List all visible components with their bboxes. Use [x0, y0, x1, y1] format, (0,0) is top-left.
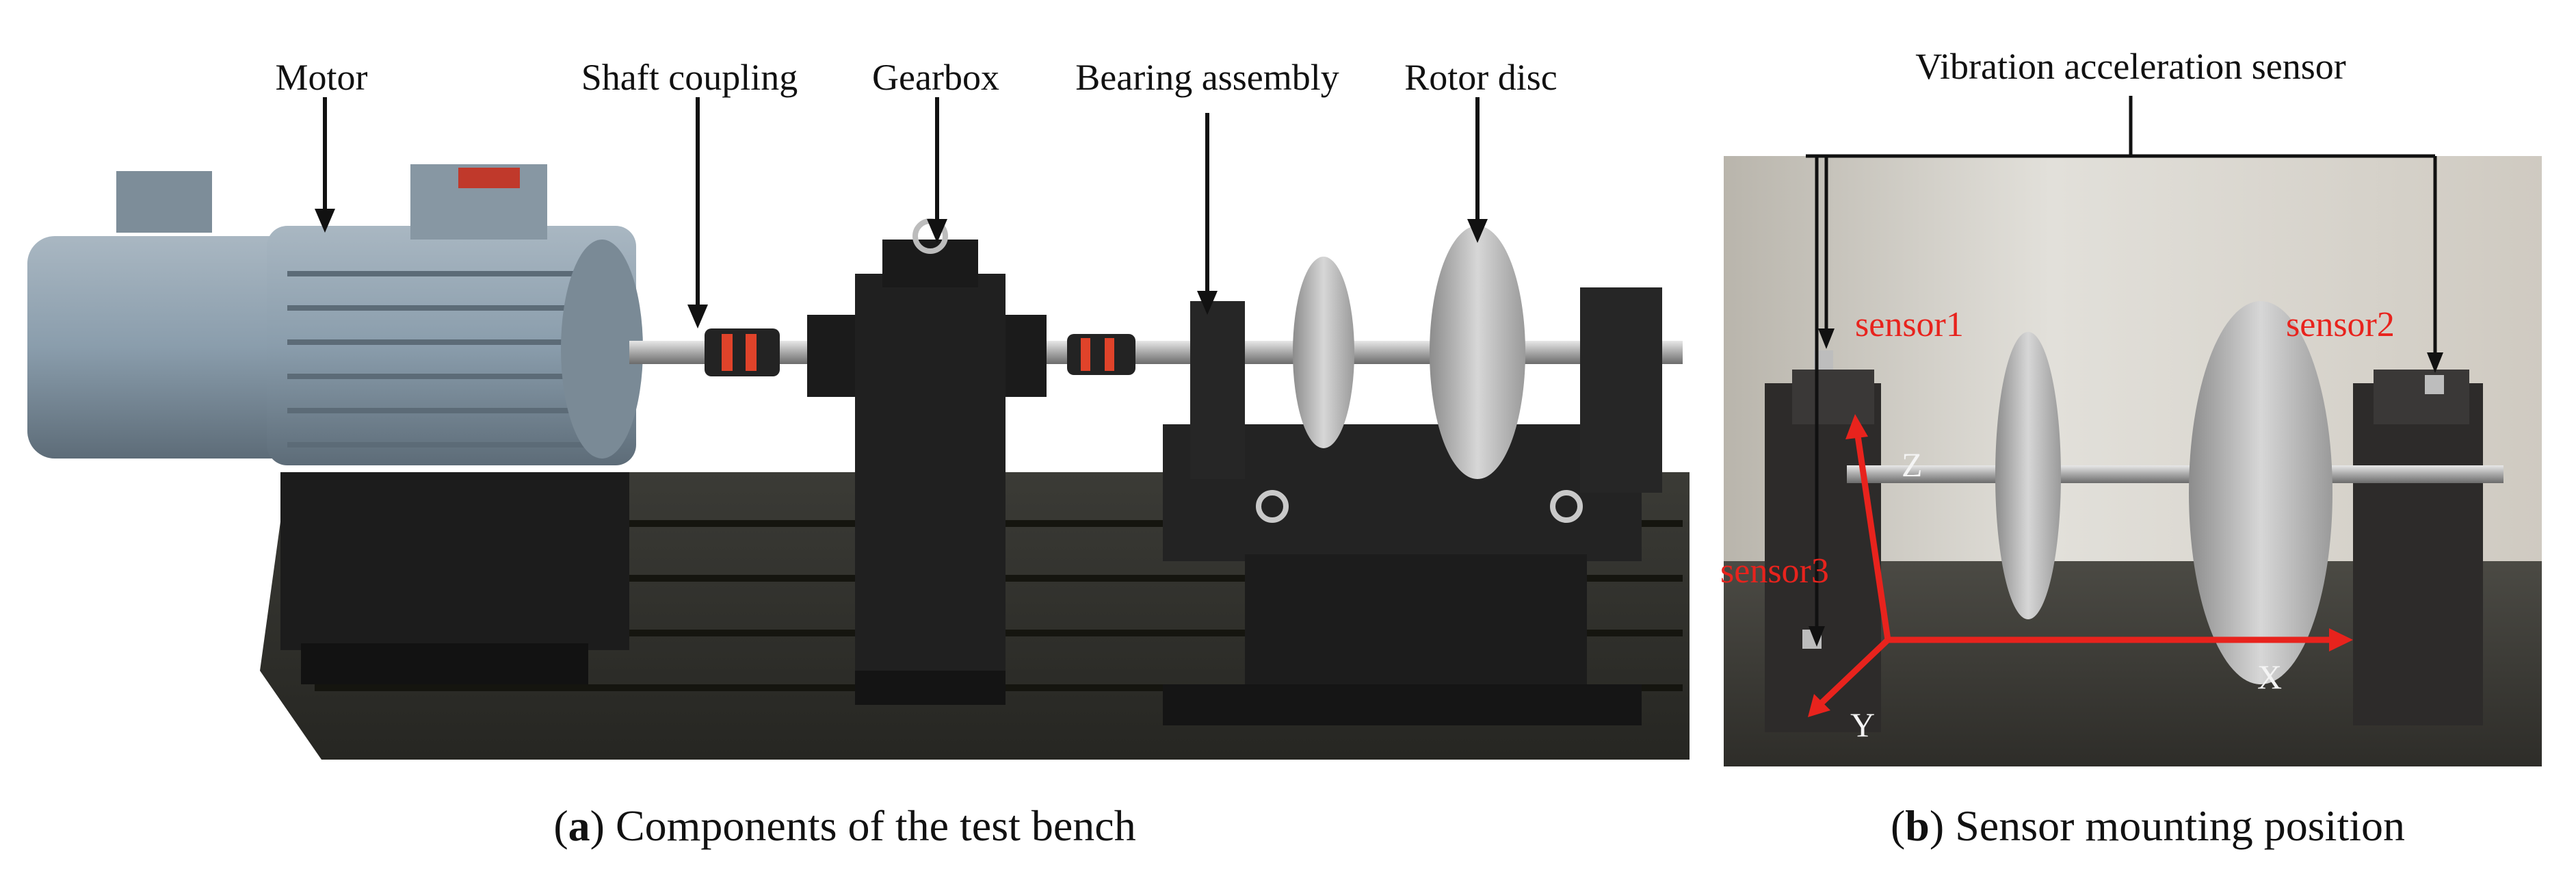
caption-b: (b) Sensor mounting position [1890, 801, 2406, 850]
motor-body [27, 164, 643, 684]
rotor-discs [1293, 226, 1525, 479]
coordinate-axes [1808, 414, 2353, 717]
label-motor: Motor [275, 57, 368, 98]
sensor-pointer-lines [1815, 156, 2437, 636]
caption-b-letter: b [1905, 801, 1930, 850]
label-bearing-assembly: Bearing assembly [1075, 57, 1339, 98]
bearing-stand [1163, 287, 1662, 725]
label-sensor1: sensor1 [1855, 305, 1964, 344]
axis-label-z: Z [1902, 446, 1923, 484]
label-vibration-sensor: Vibration acceleration sensor [1915, 46, 2346, 87]
label-rotor-disc: Rotor disc [1404, 57, 1558, 98]
caption-b-text: Sensor mounting position [1944, 801, 2406, 850]
axis-label-x: X [2257, 658, 2283, 696]
caption-a-letter: a [568, 801, 590, 850]
shaft-coupling-2 [1067, 334, 1135, 375]
label-sensor2: sensor2 [2286, 305, 2395, 344]
axis-label-y: Y [1850, 706, 1876, 744]
label-shaft-coupling: Shaft coupling [581, 57, 798, 98]
caption-a: (a) Components of the test bench [553, 801, 1136, 850]
label-sensor3: sensor3 [1720, 552, 1829, 591]
sensor-photo [1724, 96, 2542, 766]
shaft-coupling-1 [705, 328, 780, 376]
label-gearbox: Gearbox [872, 57, 999, 98]
component-arrows [315, 97, 1488, 328]
caption-a-text: Components of the test bench [604, 801, 1136, 850]
gearbox-body [807, 218, 1047, 705]
